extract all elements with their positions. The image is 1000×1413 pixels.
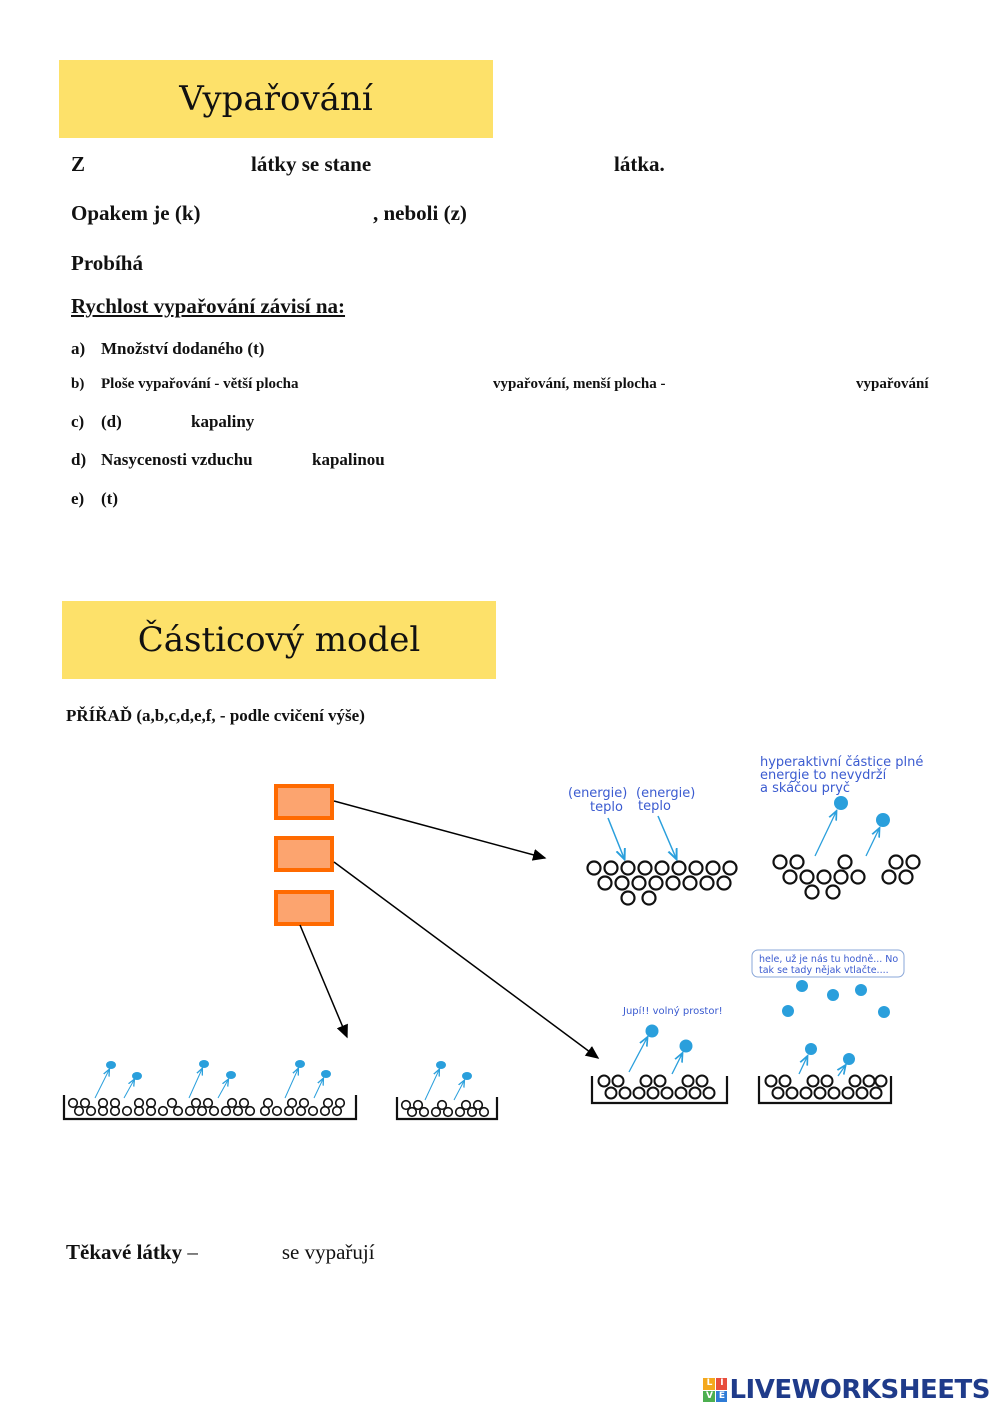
answer-box-2[interactable] [274,836,334,872]
speech-bubble [751,949,905,978]
escaping-particle [876,813,890,827]
speech-line2: tak se tady nějak vtlačte.... [759,965,889,976]
energy-note-1-line2: teplo [590,800,623,815]
energy-note-1-line1: (energie) [568,786,627,801]
answer-box-1[interactable] [274,784,334,820]
volatile-substances-line: Těkavé látky – se vypařují [66,1240,375,1265]
item-e-marker: e) [71,489,85,508]
heat-arrow-1 [607,817,624,858]
hyperactive-note-line2: energie to nevydrží [760,768,887,783]
arrow-to-surface-scene [299,924,348,1039]
free-space-note: Jupí!! volný prostor! [622,1005,723,1017]
rate-heading: Rychlost vypařování závisí na: [71,294,346,318]
line1-end: látka. [614,152,665,176]
arrow-to-heat-scene [333,800,547,861]
energy-note-2-line1: (energie) [636,786,695,801]
item-c-text-1: (d) [101,412,122,431]
heat-scene: (energie) teplo (energie) teplo [568,786,738,906]
item-c-text-2: kapaliny [191,412,255,431]
hyperactive-note-line3: a skáčou pryč [760,781,850,796]
hyperactive-scene: hyperaktivní částice plné energie to nev… [760,755,923,900]
item-b-text-1: Ploše vypařování - větší plocha [101,376,299,392]
free-space-scene: Jupí!! volný prostor! [590,1005,729,1105]
line1-start: Z [71,152,86,176]
answer-box-3[interactable] [274,890,334,926]
item-b-text-2: vypařování, menší plocha - [493,376,666,392]
item-d-text-2: kapalinou [312,450,385,469]
energy-note-2-line2: teplo [638,799,671,814]
volatile-rest: se vypařují [281,1240,375,1264]
line2-start: Opakem je (k) [71,201,201,225]
item-b-marker: b) [71,376,85,392]
item-d-marker: d) [71,450,87,469]
volatile-dash: – [182,1240,198,1264]
arrow-to-space-scene [333,861,600,1059]
item-c-marker: c) [71,412,85,431]
saturated-scene: hele, už je nás tu hodně... No tak se ta… [751,949,905,1105]
match-instruction: PŘÍŘAĎ (a,b,c,d,e,f, - podle cvičení výš… [66,706,365,725]
item-b-text-3: vypařování [856,376,929,392]
heat-arrow-2 [657,815,676,858]
line2-end: , neboli (z) [373,201,467,225]
particle-diagram: (energie) teplo (energie) teplo hyperakt… [62,755,923,1121]
narrow-container [395,1097,499,1121]
wide-container [62,1095,358,1121]
container [757,1076,893,1105]
section-title-particle-model: Částicový model [62,601,496,679]
item-d-text-1: Nasycenosti vzduchu [101,450,253,469]
section-title-evaporation: Vypařování [59,60,493,138]
logo-text: LIVEWORKSHEETS [729,1375,990,1405]
container [590,1076,729,1105]
item-e-text: (t) [101,489,118,508]
line3: Probíhá [71,251,143,275]
escaping-particle [834,796,848,810]
speech-line1: hele, už je nás tu hodně... No [759,954,898,965]
item-a-text: Množství dodaného (t) [101,339,265,358]
hyperactive-note-line1: hyperaktivní částice plné [760,755,923,770]
volatile-label: Těkavé látky [66,1240,183,1264]
item-a-marker: a) [71,339,86,358]
surface-scene [62,1060,499,1121]
line1-middle: látky se stane [251,152,372,176]
